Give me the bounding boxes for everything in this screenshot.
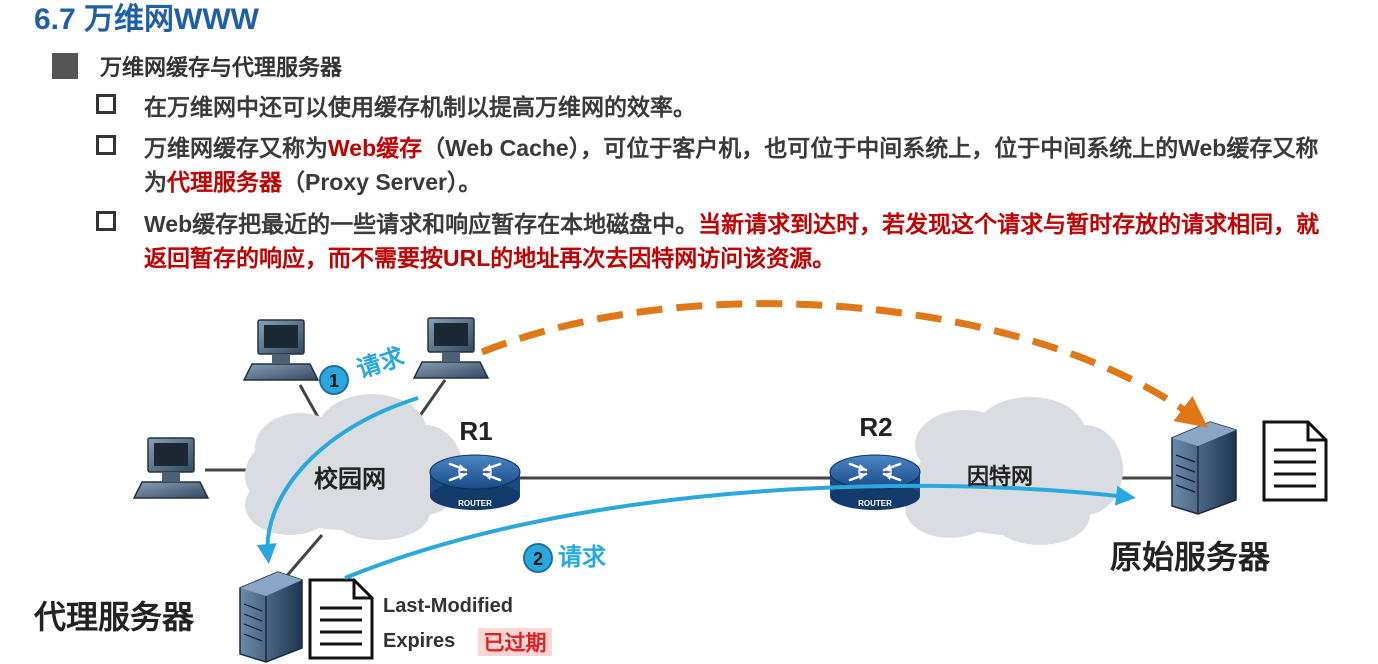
router-r1-text: ROUTER (458, 499, 492, 508)
doc-expires: Expires (383, 630, 455, 652)
step-2-label: 请求 (558, 544, 606, 571)
doc-last-modified: Last-Modified (383, 595, 513, 617)
bullet-2-text: 万维网缓存又称为Web缓存（Web Cache），可位于客户机，也可位于中间系统… (144, 135, 1319, 195)
square-bullet-icon (52, 53, 78, 79)
section-title: 万维网缓存与代理服务器 (100, 55, 343, 80)
checkbox-bullet-icon (96, 94, 116, 114)
bullet-1: 在万维网中还可以使用缓存机制以提高万维网的效率。 (96, 90, 1324, 124)
origin-document-icon (1262, 420, 1328, 502)
internet-label: 因特网 (967, 464, 1033, 489)
campus-label: 校园网 (314, 465, 386, 493)
internet-cloud (905, 397, 1123, 545)
request-arrow-1 (256, 396, 419, 564)
pc-icon (413, 317, 489, 379)
orange-dashed-arrow (480, 300, 1209, 428)
bullet-3-text: Web缓存把最近的一些请求和响应暂存在本地磁盘中。当新请求到达时，若发现这个请求… (144, 211, 1320, 271)
r2-label: R2 (859, 412, 892, 442)
campus-cloud (245, 394, 463, 540)
link-proxy (283, 534, 324, 579)
proxy-server-icon (239, 571, 303, 663)
bullet-3: Web缓存把最近的一些请求和响应暂存在本地磁盘中。当新请求到达时，若发现这个请求… (96, 207, 1324, 275)
section-heading: 万维网缓存与代理服务器 (52, 50, 342, 82)
pc-icon (243, 319, 319, 381)
svg-text:1: 1 (329, 371, 339, 391)
origin-server-icon (1171, 421, 1237, 515)
pc-icon (133, 437, 209, 499)
request-arrow-2 (344, 483, 1136, 580)
step-2-badge: 2 (523, 543, 553, 573)
svg-text:2: 2 (533, 549, 543, 569)
term-web-cache: Web缓存 (328, 135, 423, 161)
expired-label: 已过期 (484, 631, 547, 655)
step-1-badge: 1 (319, 365, 349, 395)
step-1-label: 请求 (354, 343, 408, 384)
bullet-2: 万维网缓存又称为Web缓存（Web Cache），可位于客户机，也可位于中间系统… (96, 131, 1324, 199)
expired-badge (478, 628, 552, 656)
r1-label: R1 (459, 416, 492, 446)
bullet-3-highlight: 当新请求到达时，若发现这个请求与暂时存放的请求相同，就返回暂存的响应，而不需要按… (144, 211, 1320, 271)
term-proxy-server: 代理服务器 (167, 169, 282, 195)
page-title: 6.7 万维网WWW (34, 3, 259, 36)
checkbox-bullet-icon (96, 135, 116, 155)
checkbox-bullet-icon (96, 211, 116, 231)
origin-server-label: 原始服务器 (1110, 539, 1271, 575)
proxy-server-label: 代理服务器 (33, 599, 195, 635)
router-r2-text: ROUTER (858, 499, 892, 508)
proxy-document-icon (308, 578, 374, 660)
bullet-1-text: 在万维网中还可以使用缓存机制以提高万维网的效率。 (144, 94, 696, 120)
